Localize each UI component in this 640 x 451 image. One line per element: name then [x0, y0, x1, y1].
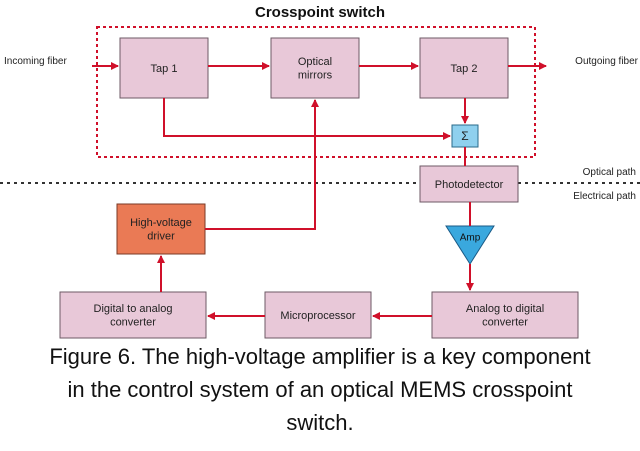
summing-block: Σ — [451, 124, 479, 148]
outgoing-fiber-label: Outgoing fiber — [575, 56, 638, 67]
adc-label-line: Analog to digital — [466, 303, 544, 315]
tap1-label: Tap 1 — [151, 63, 178, 75]
caption-line: Figure 6. The high-voltage amplifier is … — [49, 344, 591, 369]
arrow-hv-driver-to-mirrors — [205, 99, 319, 230]
dac-label-line: converter — [110, 317, 156, 329]
optical-mirrors-label: Optical mirrors — [298, 56, 333, 82]
tap1-label-line: Tap 1 — [151, 63, 178, 75]
amp-label: Amp — [460, 233, 481, 244]
adc-label: Analog to digital converter — [466, 303, 544, 329]
hv-driver-block: High-voltage driver — [116, 203, 206, 255]
photodetector-label-line: Photodetector — [435, 179, 504, 191]
summing-label-line: Σ — [461, 129, 468, 143]
caption-line: switch. — [286, 410, 354, 435]
optical-mirrors-label-line: Optical — [298, 56, 332, 68]
amp-label-line: Amp — [460, 233, 481, 244]
caption-line: in the control system of an optical MEMS… — [67, 377, 573, 402]
figure-caption: Figure 6. The high-voltage amplifier is … — [0, 340, 640, 439]
hv-driver-label-line: driver — [147, 231, 175, 243]
microprocessor-label: Microprocessor — [280, 310, 356, 322]
tap2-label-line: Tap 2 — [451, 63, 478, 75]
optical-mirrors-block: Optical mirrors — [270, 37, 360, 99]
incoming-fiber-label: Incoming fiber — [4, 56, 67, 67]
photodetector-label: Photodetector — [435, 179, 504, 191]
optical-path-label: Optical path — [583, 167, 636, 178]
optical-mirrors-label-line: mirrors — [298, 70, 333, 82]
tap2-label: Tap 2 — [451, 63, 478, 75]
tap2-block: Tap 2 — [419, 37, 509, 99]
arrow-tap1-to-summing — [163, 98, 451, 140]
hv-driver-label: High-voltage driver — [130, 217, 192, 243]
photodetector-block: Photodetector — [419, 165, 519, 203]
dac-label: Digital to analog converter — [94, 303, 173, 329]
hv-driver-label-line: High-voltage — [130, 217, 192, 229]
microprocessor-label-line: Microprocessor — [280, 310, 356, 322]
summing-label: Σ — [461, 129, 468, 143]
diagram-title: Crosspoint switch — [255, 4, 385, 21]
electrical-path-label: Electrical path — [573, 191, 636, 202]
tap1-block: Tap 1 — [119, 37, 209, 99]
dac-label-line: Digital to analog — [94, 303, 173, 315]
connectors — [92, 62, 547, 320]
adc-label-line: converter — [482, 317, 528, 329]
dac-block: Digital to analog converter — [59, 291, 207, 339]
adc-block: Analog to digital converter — [431, 291, 579, 339]
amp-block: Amp — [445, 225, 495, 265]
microprocessor-block: Microprocessor — [264, 291, 372, 339]
